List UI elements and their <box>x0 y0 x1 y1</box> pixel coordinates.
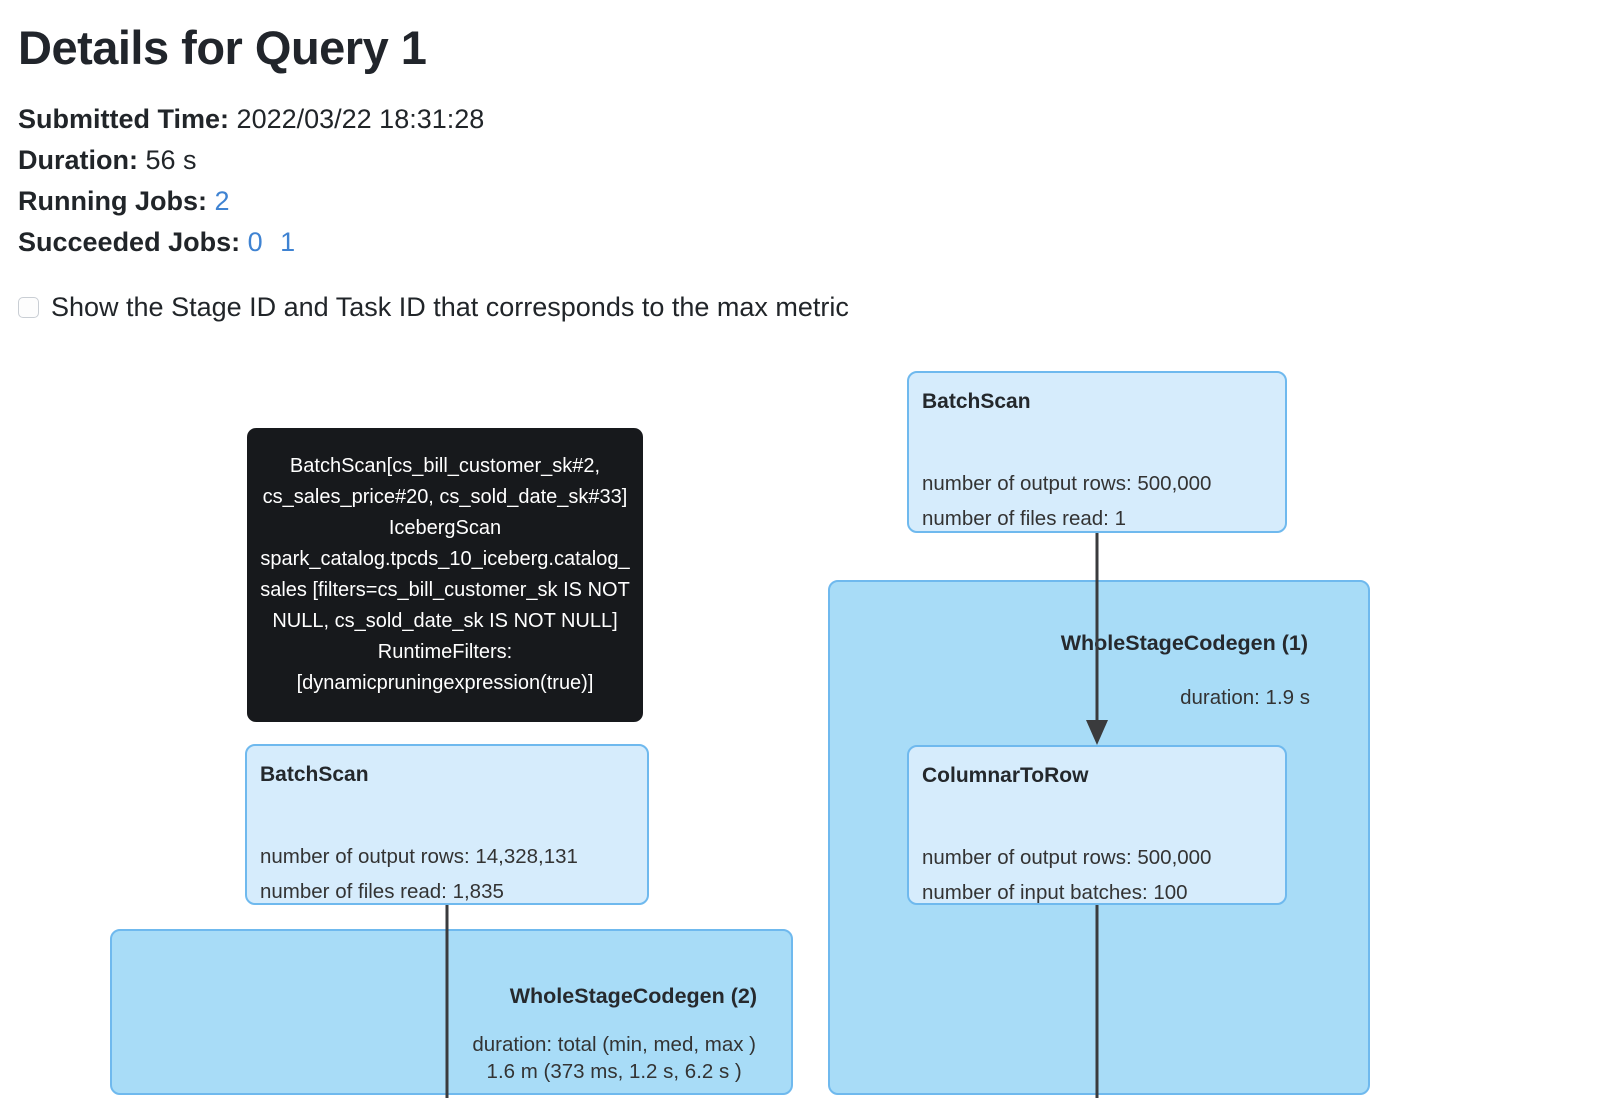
submitted-time-row: Submitted Time: 2022/03/22 18:31:28 <box>18 99 1598 140</box>
succeeded-job-link-0[interactable]: 0 <box>247 226 263 257</box>
submitted-time-label: Submitted Time: <box>18 103 230 134</box>
plan-node-batchscan-right[interactable]: BatchScan number of output rows: 500,000… <box>907 371 1287 533</box>
duration-label: Duration: <box>18 144 138 175</box>
cluster-wholestagecodegen-2[interactable]: WholeStageCodegen (2) duration: total (m… <box>110 929 793 1095</box>
plan-node-batchscan-left-metrics: number of output rows: 14,328,131 number… <box>260 845 578 903</box>
plan-node-columnartorow-metrics: number of output rows: 500,000 number of… <box>922 846 1212 904</box>
max-metric-checkbox-label: Show the Stage ID and Task ID that corre… <box>51 291 849 322</box>
plan-node-tooltip: BatchScan[cs_bill_customer_sk#2, cs_sale… <box>247 428 643 722</box>
running-jobs-label: Running Jobs: <box>18 185 207 216</box>
cluster-wholestagecodegen-1-title: WholeStageCodegen (1) <box>1060 631 1308 655</box>
plan-node-columnartorow-title: ColumnarToRow <box>922 764 1089 787</box>
plan-node-batchscan-right-metrics: number of output rows: 500,000 number of… <box>922 472 1212 530</box>
tooltip-pointer-icon <box>435 721 461 722</box>
cluster-wholestagecodegen-2-title: WholeStageCodegen (2) <box>509 984 757 1008</box>
submitted-time-value: 2022/03/22 18:31:28 <box>236 103 485 134</box>
duration-row: Duration: 56 s <box>18 140 1598 181</box>
running-job-link[interactable]: 2 <box>214 185 230 216</box>
query-meta: Submitted Time: 2022/03/22 18:31:28 Dura… <box>18 99 1598 263</box>
plan-node-tooltip-text: BatchScan[cs_bill_customer_sk#2, cs_sale… <box>260 455 630 694</box>
plan-node-batchscan-right-title: BatchScan <box>922 390 1031 413</box>
succeeded-jobs-label: Succeeded Jobs: <box>18 226 241 257</box>
running-jobs-row: Running Jobs: 2 <box>18 181 1598 222</box>
plan-node-columnartorow[interactable]: ColumnarToRow number of output rows: 500… <box>907 745 1287 905</box>
cluster-wholestagecodegen-2-duration: duration: total (min, med, max )1.6 m (3… <box>472 1033 756 1083</box>
succeeded-jobs-row: Succeeded Jobs: 0 1 <box>18 222 1598 263</box>
succeeded-job-link-1[interactable]: 1 <box>280 226 296 257</box>
max-metric-toggle-row: Show the Stage ID and Task ID that corre… <box>18 292 1598 323</box>
max-metric-checkbox[interactable] <box>18 296 39 318</box>
plan-node-batchscan-left[interactable]: BatchScan number of output rows: 14,328,… <box>245 744 649 905</box>
cluster-wholestagecodegen-1-duration: duration: 1.9 s <box>1180 686 1310 709</box>
header: Details for Query 1 Submitted Time: 2022… <box>0 0 1598 323</box>
page-title: Details for Query 1 <box>18 21 427 74</box>
duration-value: 56 s <box>145 144 197 175</box>
plan-node-batchscan-left-title: BatchScan <box>260 763 369 786</box>
